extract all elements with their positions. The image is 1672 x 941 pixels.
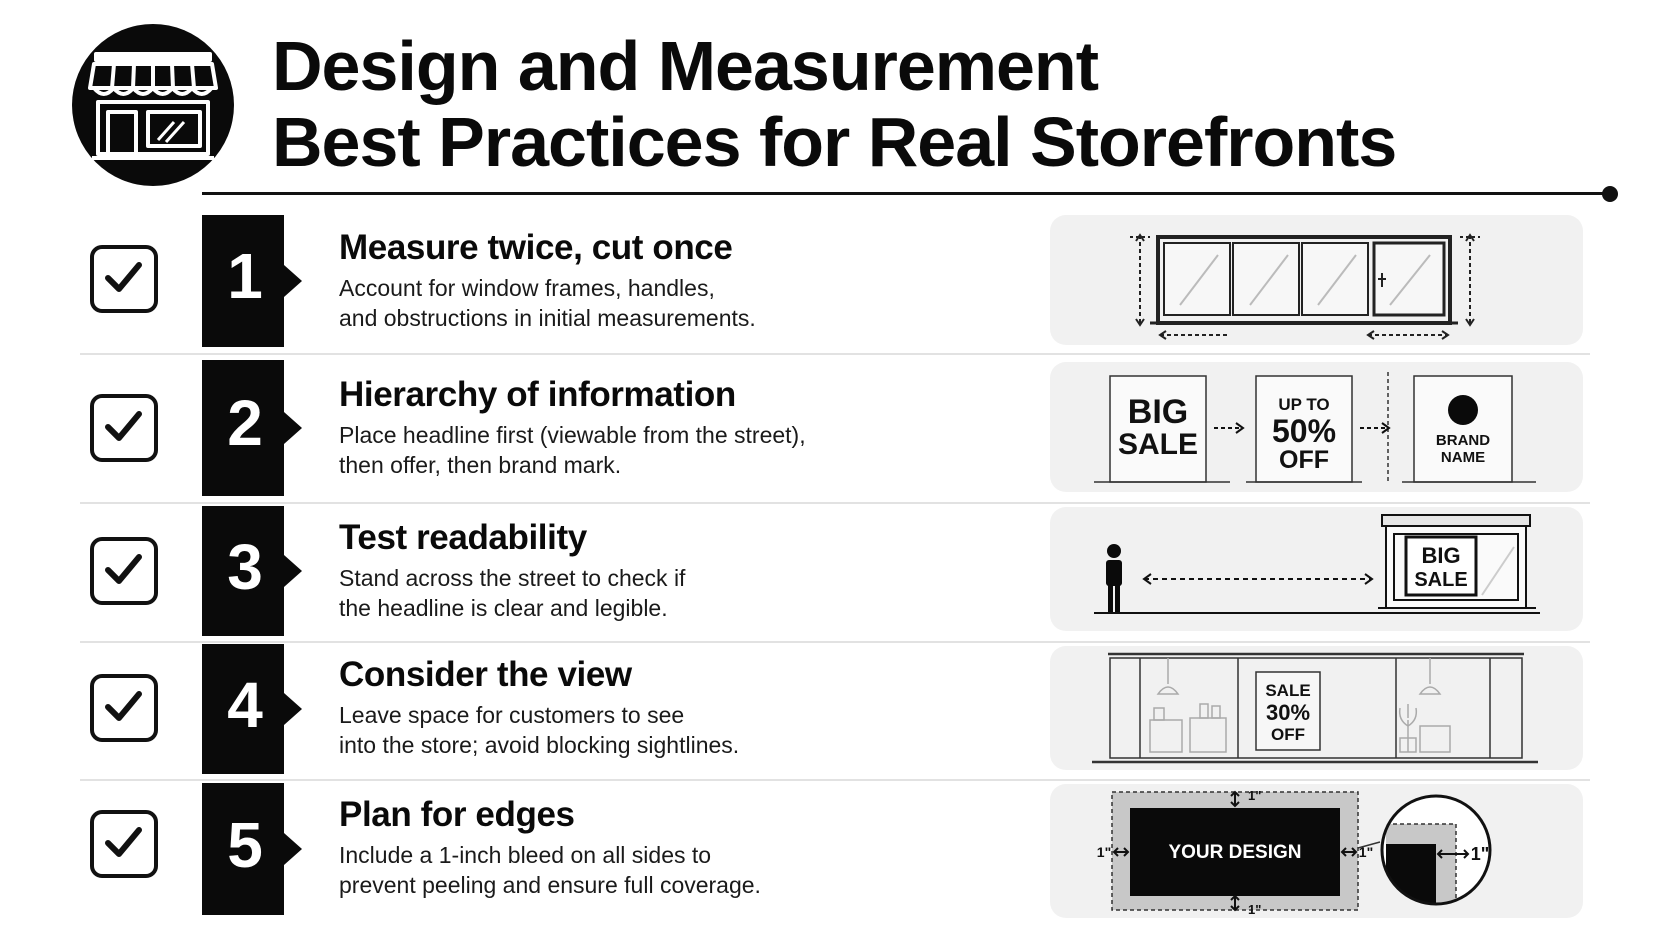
title-line-1: Design and Measurement — [272, 27, 1099, 105]
bleed-label-left: 1" — [1097, 844, 1111, 860]
step-title: Consider the view — [339, 655, 632, 694]
bleed-label-bottom: 1" — [1248, 902, 1261, 917]
storefront-icon — [72, 24, 234, 186]
checkbox-icon — [90, 674, 158, 742]
checkbox-icon — [90, 245, 158, 313]
step-title: Test readability — [339, 518, 587, 557]
title-line-2: Best Practices for Real Storefronts — [272, 103, 1397, 181]
step-number-badge — [202, 360, 306, 496]
step-row-3: 3 Test readability Stand across the stre… — [80, 503, 1590, 643]
sign-sequence-illustration: BIG SALE UP TO 50% OFF BRAND NAME — [1050, 362, 1583, 492]
sign-line-1: SALE — [1265, 681, 1310, 700]
brand-mark-icon — [1448, 395, 1478, 425]
step-number-badge — [202, 644, 306, 774]
step-number: 1 — [227, 240, 263, 312]
step-description: Place headline first (viewable from the … — [339, 422, 806, 478]
bleed-diagram-illustration: YOUR DESIGN 1" 1" 1" 1" 1" — [1050, 784, 1583, 918]
step-description: Leave space for customers to see into th… — [339, 702, 740, 758]
title-divider — [202, 192, 1610, 195]
step-description: Account for window frames, handles, and … — [339, 275, 756, 331]
step-number: 2 — [227, 387, 263, 459]
storefront-view-illustration: SALE 30% OFF — [1050, 646, 1583, 770]
sign-line-2: 30% — [1266, 700, 1310, 725]
step-text: Measure twice, cut once Account for wind… — [339, 227, 999, 333]
step-text: Hierarchy of information Place headline … — [339, 374, 999, 480]
storefront-logo — [72, 24, 234, 186]
person-icon — [1106, 544, 1122, 612]
panel-1-line-1: BIG — [1128, 393, 1188, 431]
step-description: Stand across the street to check if the … — [339, 565, 686, 621]
sign-line-1: BIG — [1421, 543, 1460, 568]
sign-line-2: SALE — [1414, 569, 1467, 591]
step-number-badge — [202, 506, 306, 636]
step-number: 4 — [227, 669, 263, 741]
step-text: Consider the view Leave space for custom… — [339, 654, 999, 760]
readability-test-illustration: BIG SALE — [1050, 507, 1583, 631]
step-title: Plan for edges — [339, 795, 575, 834]
step-number-badge — [202, 783, 306, 915]
design-label: YOUR DESIGN — [1168, 842, 1301, 863]
sign-line-3: OFF — [1271, 725, 1305, 744]
step-number: 5 — [227, 809, 263, 881]
step-text: Plan for edges Include a 1-inch bleed on… — [339, 794, 999, 900]
step-title: Hierarchy of information — [339, 375, 736, 414]
step-row-1: 1 Measure twice, cut once Account for wi… — [80, 205, 1590, 355]
panel-3-line-1: BRAND — [1436, 432, 1490, 449]
checkbox-icon — [90, 810, 158, 878]
panel-2-line-1: UP TO — [1278, 395, 1329, 414]
checkbox-icon — [90, 537, 158, 605]
step-number-badge — [202, 215, 306, 347]
step-row-2: 2 Hierarchy of information Place headlin… — [80, 354, 1590, 504]
panel-2-line-2: 50% — [1272, 413, 1336, 449]
step-row-4: 4 Consider the view Leave space for cust… — [80, 642, 1590, 781]
bleed-label-zoom: 1" — [1471, 844, 1490, 864]
page-title: Design and Measurement Best Practices fo… — [272, 27, 1397, 181]
checkbox-icon — [90, 394, 158, 462]
title-divider-dot — [1602, 186, 1618, 202]
window-frame-measurement-illustration — [1050, 215, 1583, 345]
step-title: Measure twice, cut once — [339, 228, 733, 267]
bleed-label-right: 1" — [1359, 844, 1373, 860]
step-number: 3 — [227, 531, 263, 603]
bleed-label-top: 1" — [1248, 788, 1261, 803]
panel-2-line-3: OFF — [1279, 446, 1329, 474]
panel-1-line-2: SALE — [1118, 428, 1198, 461]
step-description: Include a 1-inch bleed on all sides to p… — [339, 842, 761, 898]
step-text: Test readability Stand across the street… — [339, 517, 999, 623]
step-row-5: 5 Plan for edges Include a 1-inch bleed … — [80, 780, 1590, 930]
panel-3-line-2: NAME — [1441, 449, 1485, 466]
